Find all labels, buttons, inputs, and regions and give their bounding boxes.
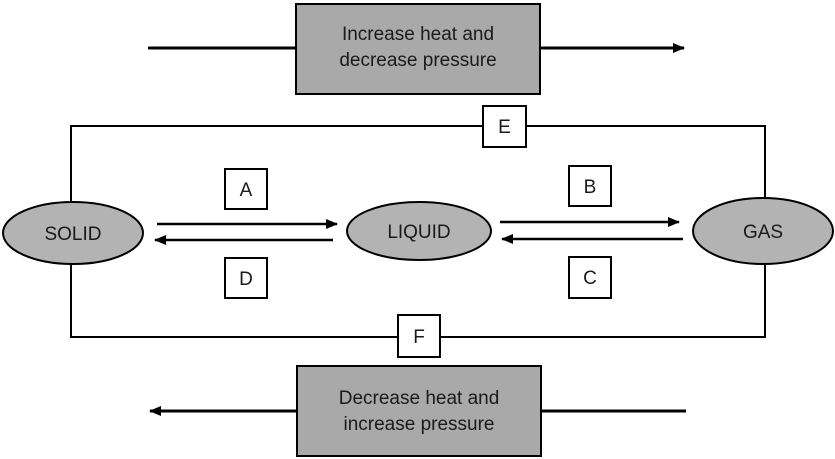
label-box-a	[224, 168, 268, 210]
label-f: F	[413, 327, 425, 348]
label-box-c	[568, 256, 612, 299]
label-box-b	[568, 165, 612, 207]
solid-label: SOLID	[44, 224, 101, 245]
top-condition-line2: decrease pressure	[339, 50, 496, 71]
solid-gas-connector-top	[70, 125, 766, 202]
label-b: B	[584, 177, 597, 198]
label-box-d	[224, 257, 268, 299]
label-a: A	[240, 180, 253, 201]
bottom-condition-line2: increase pressure	[343, 414, 494, 435]
label-e: E	[498, 117, 511, 138]
liquid-label: LIQUID	[387, 222, 450, 243]
label-box-f	[397, 314, 441, 358]
liquid-ellipse	[346, 201, 492, 261]
label-c: C	[583, 268, 597, 289]
bottom-condition-box	[296, 365, 542, 457]
top-condition-line1: Increase heat and	[342, 24, 494, 45]
gas-ellipse	[692, 197, 834, 265]
gas-label: GAS	[743, 222, 783, 243]
label-box-e	[482, 105, 527, 148]
top-condition-box	[295, 3, 541, 95]
bottom-condition-line1: Decrease heat and	[339, 388, 500, 409]
label-d: D	[239, 269, 253, 290]
solid-ellipse	[2, 201, 144, 265]
